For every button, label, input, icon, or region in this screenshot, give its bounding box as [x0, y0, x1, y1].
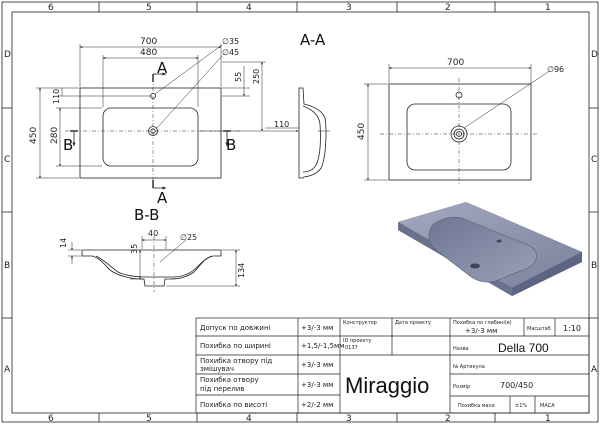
- row-label: A: [4, 365, 11, 375]
- dim-width-total: 700: [140, 37, 157, 47]
- dim-hole-small: ∅35: [222, 37, 239, 46]
- column-label: 5: [146, 3, 152, 13]
- column-label: 3: [346, 414, 352, 424]
- column-labels-top: 6 5 4 3 2 1: [48, 3, 551, 13]
- row-label: C: [591, 155, 597, 165]
- row-label: A: [591, 365, 598, 375]
- mass-tol-label: Похибка маси: [458, 403, 495, 409]
- dim-35: 35: [130, 244, 139, 254]
- column-label: 1: [545, 3, 551, 13]
- column-label: 1: [545, 414, 551, 424]
- row-label: D: [4, 50, 11, 60]
- row-label: D: [591, 50, 598, 60]
- dim-40: 40: [148, 229, 158, 238]
- cut-letter-b-left: B: [63, 136, 73, 154]
- row-labels-left: D C B A: [4, 50, 11, 375]
- cut-letter-b-right: B: [226, 136, 236, 154]
- section-title-aa: A-A: [300, 31, 326, 49]
- project-id-value: 0137: [345, 345, 358, 351]
- tolerance-value: +1,5/-1,5мм: [301, 342, 345, 350]
- column-label: 3: [346, 3, 352, 13]
- dim-hole-large: ∅45: [222, 48, 239, 57]
- dim-offset-55: 55: [234, 72, 243, 82]
- section-title-bb: B-B: [134, 206, 159, 224]
- dim-right-hole: ∅96: [547, 65, 564, 74]
- tolerance-label: Похибка по висоті: [200, 401, 267, 409]
- dim-hole-25: ∅25: [180, 233, 197, 242]
- tolerance-value: +3/-3 мм: [301, 381, 333, 389]
- section-bb-dimensions: 40 35 ∅25 14 134: [59, 229, 246, 278]
- tolerance-value: +2/-2 мм: [301, 401, 333, 409]
- depth-tol-label: Похибка по глибині(в): [453, 320, 512, 326]
- column-label: 4: [246, 3, 252, 13]
- cut-letter-a-top: A: [157, 59, 168, 77]
- column-label: 2: [445, 3, 451, 13]
- dim-right-height: 450: [357, 123, 367, 140]
- column-label: 5: [146, 414, 152, 424]
- model-name: Della 700: [498, 341, 549, 355]
- dim-height-280: 280: [50, 127, 60, 144]
- scale-value: 1:10: [563, 324, 581, 333]
- dim-offset-110: 110: [52, 89, 61, 104]
- tolerance-label: Допуск по довжині: [200, 324, 271, 332]
- dim-134: 134: [237, 263, 246, 278]
- cut-letter-a-bottom: A: [157, 189, 168, 207]
- project-id-label: ID проекту: [343, 338, 371, 344]
- tolerance-label: під перелив: [200, 385, 244, 393]
- side-profile-aa: [265, 87, 330, 179]
- row-label: C: [4, 155, 10, 165]
- row-labels-right: D C B A: [591, 50, 598, 375]
- dim-depth-110: 110: [274, 120, 289, 129]
- tolerance-label: Похибка отвору під: [200, 357, 272, 365]
- name-label: Назва: [453, 346, 469, 352]
- dim-width-inner: 480: [140, 48, 157, 58]
- size-label: Розмір: [453, 384, 470, 390]
- size-value: 700/450: [500, 381, 533, 390]
- article-label: № Артикула: [453, 364, 485, 370]
- title-block-info: Конструктор Дата проекту ID проекту 0137…: [343, 320, 581, 409]
- right-view: [364, 64, 549, 186]
- title-block-tolerances: Допуск по довжині +3/-3 мм Похибка по ши…: [200, 324, 345, 409]
- tolerance-label: Похибка отвору: [200, 376, 259, 384]
- right-view-dimensions: 700 450 ∅96: [357, 58, 564, 140]
- tolerance-label: Похибка по ширині: [200, 342, 271, 350]
- title-block-lines: [195, 317, 590, 414]
- column-label: 6: [48, 414, 54, 424]
- project-date-label: Дата проекту: [395, 320, 431, 326]
- tolerance-label: змішувач: [200, 365, 234, 373]
- column-label: 6: [48, 3, 54, 13]
- mass-tol-value: ±1%: [515, 403, 527, 409]
- front-view: [36, 44, 268, 190]
- dim-height-total: 450: [29, 127, 39, 144]
- section-bb: [68, 236, 240, 292]
- dim-offset-250: 250: [252, 69, 261, 84]
- tolerance-value: +3/-3 мм: [301, 361, 333, 369]
- column-label: 4: [246, 414, 252, 424]
- row-label: B: [4, 261, 10, 271]
- scale-label: Масштаб: [527, 326, 551, 332]
- dim-14: 14: [59, 238, 68, 248]
- row-label: B: [591, 261, 597, 271]
- mass-label: МАСА: [540, 403, 555, 409]
- basin-3d-render: [398, 202, 582, 296]
- depth-tol-value: +3/-3 мм: [465, 327, 497, 335]
- brand-logo: Miraggio: [345, 373, 429, 398]
- constructor-label: Конструктор: [343, 320, 377, 326]
- front-view-dimensions: 700 480 ∅35 ∅45 55 250 450 280 110 A A B…: [29, 31, 326, 224]
- column-labels-bottom: 6 5 4 3 2 1: [48, 414, 551, 424]
- tolerance-value: +3/-3 мм: [301, 324, 333, 332]
- dim-right-width: 700: [447, 58, 464, 68]
- column-label: 2: [445, 414, 451, 424]
